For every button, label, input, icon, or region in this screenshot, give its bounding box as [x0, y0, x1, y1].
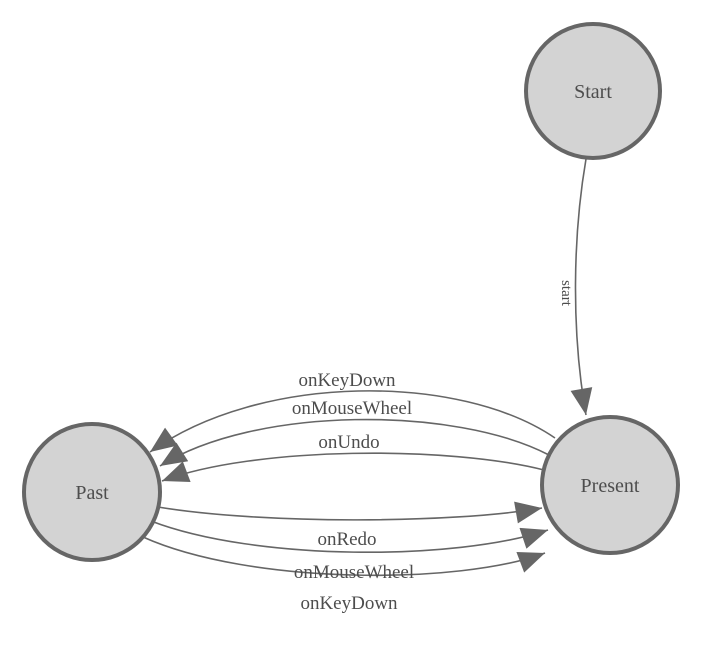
edge-label-onkeydown-bottom: onKeyDown: [300, 593, 398, 614]
edge-label-onkeydown-top: onKeyDown: [298, 370, 396, 391]
edge-label-start: start: [558, 280, 574, 307]
state-circle-present[interactable]: [540, 415, 680, 555]
state-node-start[interactable]: Start: [524, 22, 662, 160]
state-label-start: Start: [574, 81, 612, 103]
state-circle-past[interactable]: [22, 422, 162, 562]
state-circle-start[interactable]: [524, 22, 662, 160]
edge-label-onredo: onRedo: [317, 529, 376, 550]
edge-present-to-past-onundo: [161, 452, 545, 483]
edge-labels: start onKeyDown onMouseWheel onUndo onRe…: [292, 280, 574, 614]
edge-past-to-present-onredo: [157, 501, 543, 524]
edge-present-to-past-onmousewheel: [159, 418, 550, 467]
edge-label-onmousewheel-bottom: onMouseWheel: [294, 562, 414, 583]
edge-past-to-present-onmousewheel: [150, 520, 549, 554]
transition-edges: [142, 158, 593, 577]
state-label-past: Past: [75, 482, 109, 504]
state-node-present[interactable]: Present: [540, 415, 680, 555]
edge-start-to-present: [570, 158, 593, 416]
state-node-past[interactable]: Past: [22, 422, 162, 562]
state-label-present: Present: [581, 475, 640, 497]
edge-past-to-present-onkeydown: [142, 536, 546, 577]
edge-label-onmousewheel-top: onMouseWheel: [292, 398, 412, 419]
edge-label-onundo: onUndo: [318, 432, 379, 453]
edge-present-to-past-onkeydown: [149, 390, 556, 453]
